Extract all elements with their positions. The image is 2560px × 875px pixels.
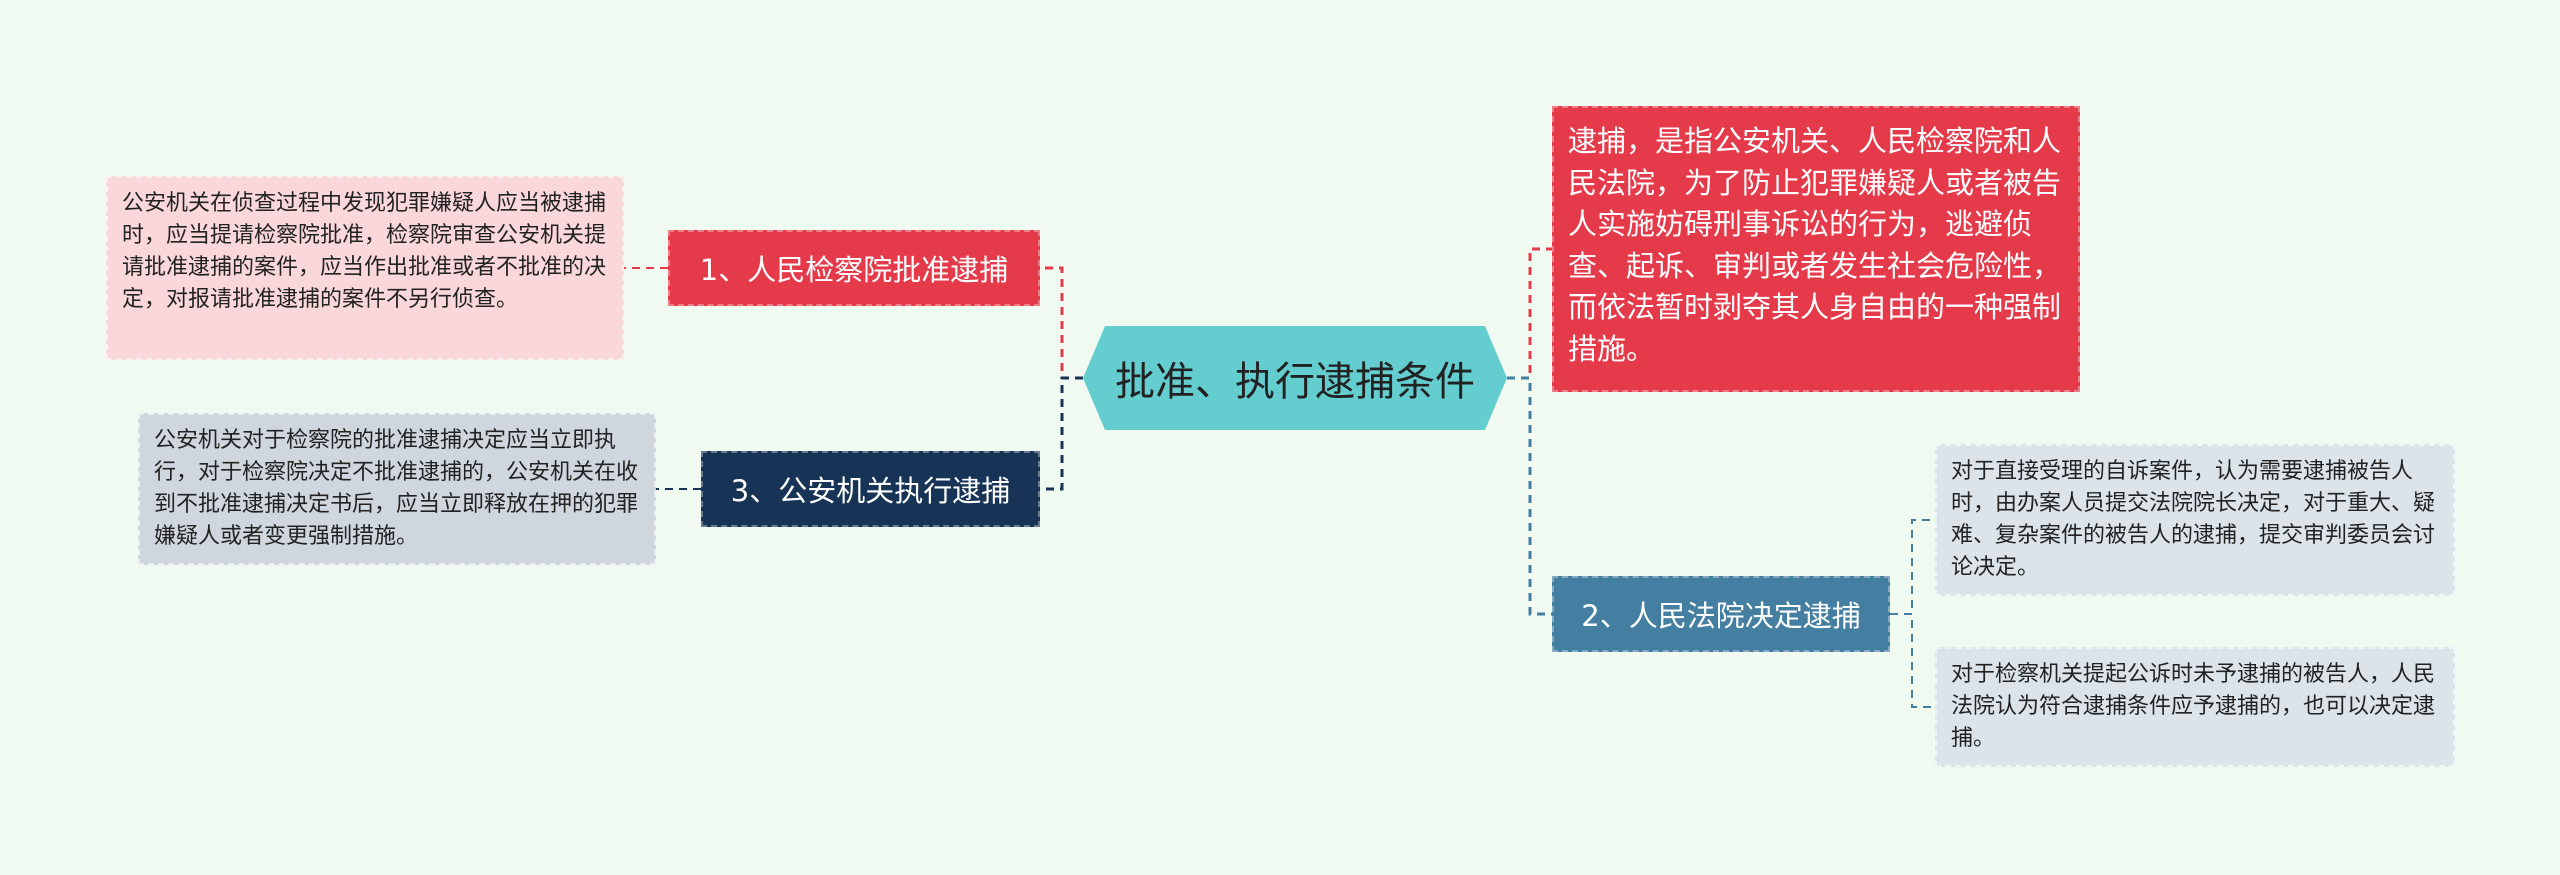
branch-court-decision[interactable]: 2、人民法院决定逮捕 [1552,576,1890,652]
leaf-police-detail[interactable]: 公安机关对于检察院的批准逮捕决定应当立即执行，对于检察院决定不批准逮捕的，公安机… [138,413,656,565]
leaf-procuratorate-detail[interactable]: 公安机关在侦查过程中发现犯罪嫌疑人应当被逮捕时，应当提请检察院批准，检察院审查公… [106,176,624,360]
central-topic-label: 批准、执行逮捕条件 [1115,359,1475,405]
leaf-text: 公安机关在侦查过程中发现犯罪嫌疑人应当被逮捕时，应当提请检察院批准，检察院审查公… [122,191,607,312]
central-topic[interactable]: 批准、执行逮捕条件 [1083,326,1507,430]
link-center-definition [1507,247,1552,380]
link-center-branch1 [1040,266,1083,380]
link-center-branch3 [1040,376,1083,491]
link-center-branch2 [1507,376,1552,616]
leaf-court-public-prosecution[interactable]: 对于检察机关提起公诉时未予逮捕的被告人，人民法院认为符合逮捕条件应予逮捕的，也可… [1935,647,2455,767]
definition-node[interactable]: 逮捕，是指公安机关、人民检察院和人民法院，为了防止犯罪嫌疑人或者被告人实施妨碍刑… [1552,106,2080,392]
branch-label: 3、公安机关执行逮捕 [730,474,1011,508]
link-branch2-leaf-a [1890,519,1935,615]
leaf-text: 对于检察机关提起公诉时未予逮捕的被告人，人民法院认为符合逮捕条件应予逮捕的，也可… [1951,662,2436,751]
leaf-text: 对于直接受理的自诉案件，认为需要逮捕被告人时，由办案人员提交法院院长决定，对于重… [1951,459,2436,580]
definition-text: 逮捕，是指公安机关、人民检察院和人民法院，为了防止犯罪嫌疑人或者被告人实施妨碍刑… [1568,124,2062,366]
branch-procuratorate-approval[interactable]: 1、人民检察院批准逮捕 [668,230,1040,306]
link-branch2-leaf-b [1890,613,1935,708]
leaf-court-private-prosecution[interactable]: 对于直接受理的自诉案件，认为需要逮捕被告人时，由办案人员提交法院院长决定，对于重… [1935,444,2455,596]
leaf-text: 公安机关对于检察院的批准逮捕决定应当立即执行，对于检察院决定不批准逮捕的，公安机… [154,428,639,549]
branch-label: 1、人民检察院批准逮捕 [699,253,1009,287]
branch-police-execution[interactable]: 3、公安机关执行逮捕 [701,451,1040,527]
branch-label: 2、人民法院决定逮捕 [1581,599,1861,633]
